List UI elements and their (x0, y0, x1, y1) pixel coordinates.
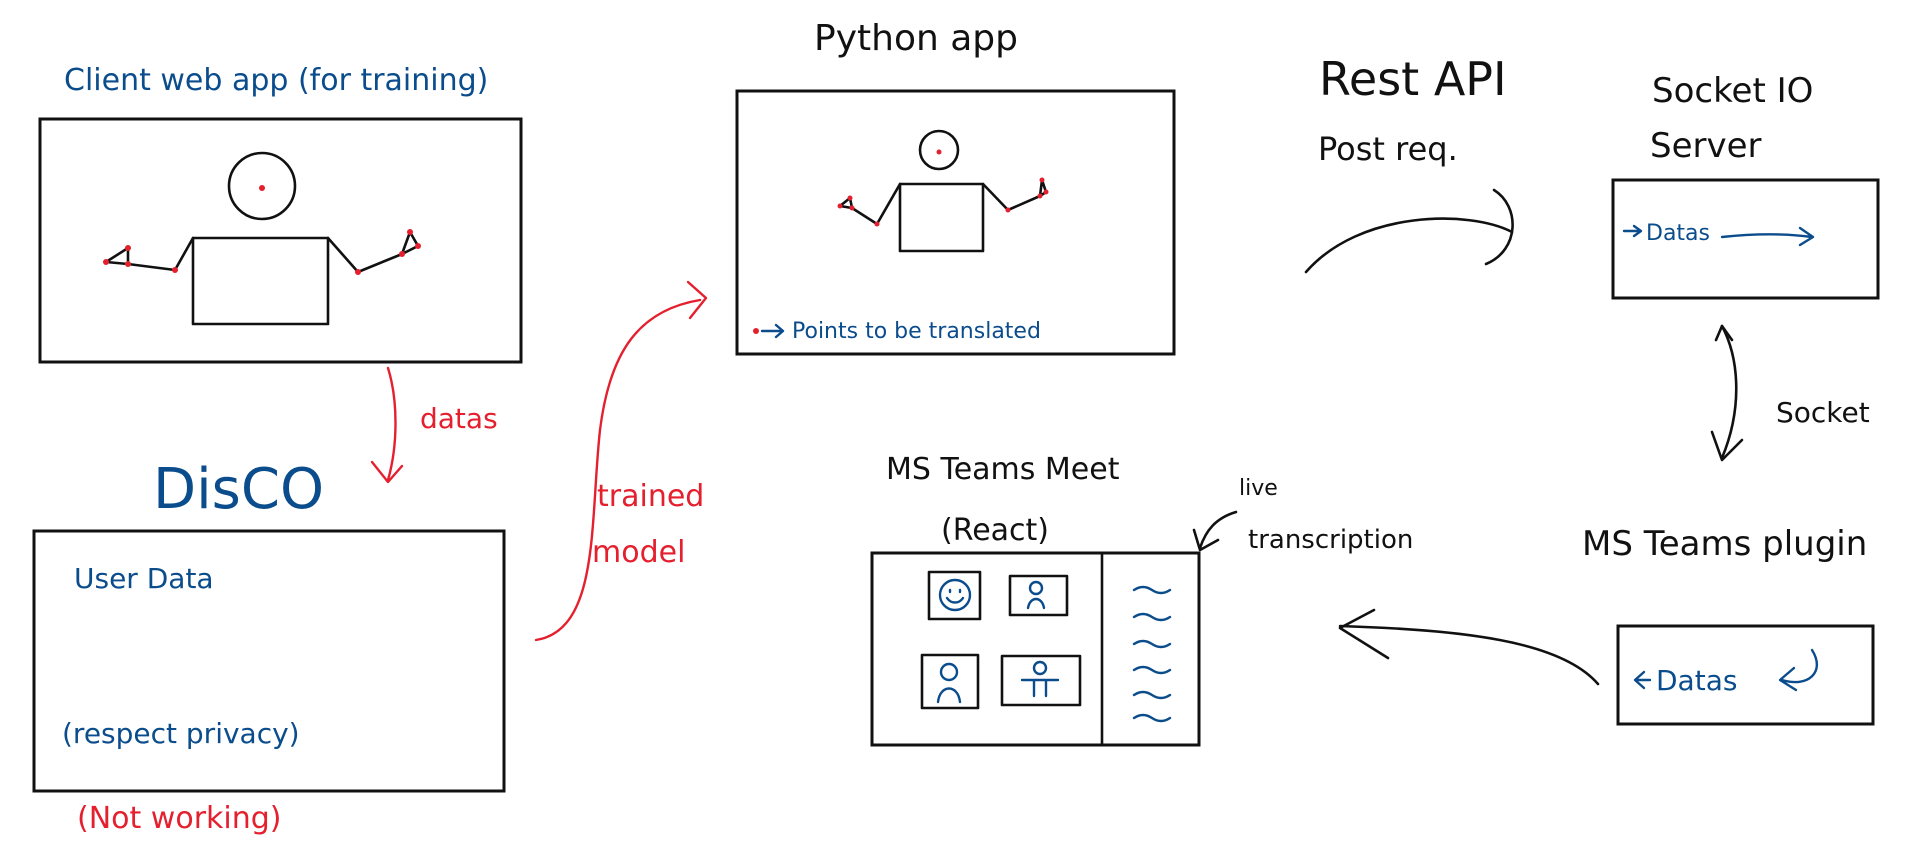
trained-model-arrow (536, 300, 700, 640)
socket-label: Socket (1776, 396, 1870, 429)
model-label: model (592, 535, 685, 570)
not-working-label: (Not working) (77, 801, 282, 836)
plugin-to-meet-arrow-head (1340, 610, 1388, 658)
client-stick-figure (103, 153, 421, 324)
server-title: Server (1650, 126, 1762, 166)
plugin-curl-arrow (1780, 650, 1817, 690)
server-in-arrow (1624, 226, 1641, 236)
video-tile-person-1 (1010, 576, 1067, 615)
datas-arrow (388, 368, 396, 480)
post-req-label: Post req. (1318, 130, 1458, 168)
socket-arrow (1722, 326, 1736, 458)
datas-arrow-head (372, 462, 402, 482)
video-tile-person-3 (1002, 656, 1080, 705)
transcription-callout-arrow (1194, 512, 1236, 550)
plugin-datas: Datas (1656, 664, 1737, 697)
video-tile-smiley (929, 572, 980, 619)
transcription-label: transcription (1248, 525, 1413, 555)
python-app-box (737, 91, 1174, 354)
plugin-to-meet-arrow (1340, 626, 1598, 684)
respect-privacy-label: (respect privacy) (62, 717, 300, 750)
points-legend-dot (753, 328, 759, 334)
points-legend-arrow (762, 325, 783, 337)
video-tile-person-2 (922, 655, 978, 708)
plugin-in-arrow (1635, 672, 1650, 688)
live-label: live (1239, 476, 1278, 501)
ms-plugin-title: MS Teams plugin (1582, 524, 1867, 564)
socket-io-title: Socket IO (1652, 71, 1813, 111)
points-note: Points to be translated (792, 319, 1041, 344)
trained-label: trained (597, 479, 704, 514)
rest-api-title: Rest API (1319, 52, 1507, 106)
disco-title: DisCO (153, 457, 324, 522)
rest-api-arrow (1306, 219, 1512, 272)
server-out-arrow (1722, 228, 1813, 245)
user-data-label: User Data (74, 562, 214, 595)
react-label: (React) (941, 513, 1049, 548)
transcription-lines (1134, 587, 1170, 721)
server-datas: Datas (1646, 221, 1710, 246)
python-app-title: Python app (814, 18, 1018, 59)
client-webapp-box (40, 119, 521, 362)
ms-meet-title: MS Teams Meet (886, 452, 1120, 487)
client-webapp-title: Client web app (for training) (64, 63, 488, 98)
python-stick-figure (838, 131, 1049, 251)
datas-label-red: datas (420, 402, 498, 435)
